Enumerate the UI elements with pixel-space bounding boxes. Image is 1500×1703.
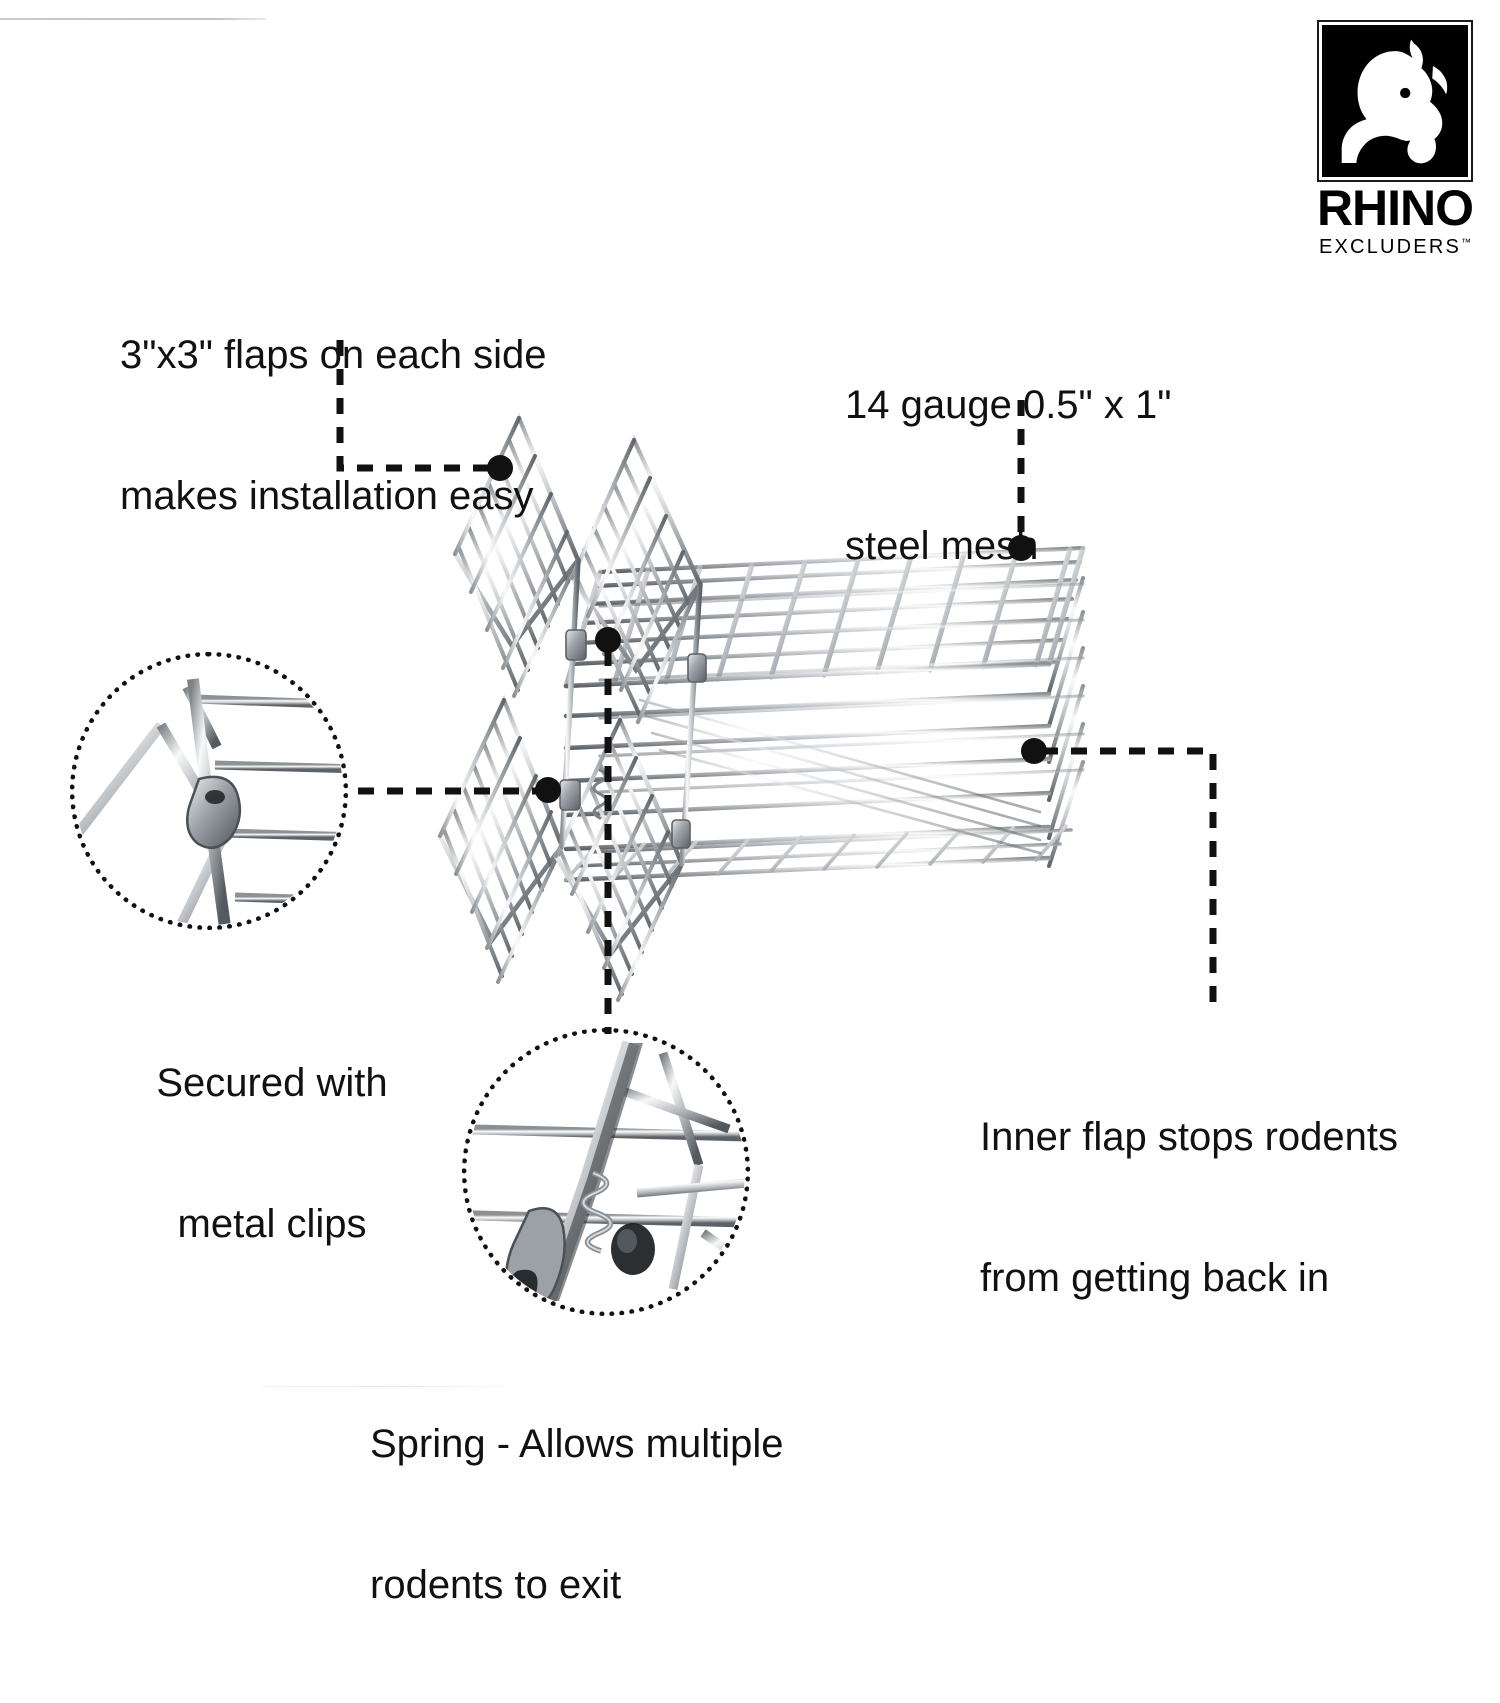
scan-hairline-bottom	[262, 1386, 502, 1387]
inner-one-way-flap	[638, 698, 1042, 855]
callout-spring-line1: Spring - Allows multiple	[370, 1422, 784, 1466]
callout-spring: Spring - Allows multiple rodents to exit	[370, 1327, 784, 1703]
brand-tagline-text: EXCLUDERS	[1318, 236, 1462, 258]
callout-mesh: 14 gauge 0.5" x 1" steel mesh	[845, 288, 1171, 664]
callout-clips-line1: Secured with	[156, 1061, 388, 1105]
brand-wordmark: RHINO	[1316, 180, 1474, 236]
callout-flaps: 3"x3" flaps on each side makes installat…	[120, 238, 546, 614]
callout-clips: Secured with metal clips	[98, 966, 446, 1342]
rhino-head-icon	[1317, 20, 1473, 182]
callout-spring-line2: rodents to exit	[370, 1563, 622, 1607]
infographic-canvas: RHINO EXCLUDERS™ 3"x3" flaps on each sid…	[0, 18, 1485, 1607]
spring-closeup	[467, 1040, 745, 1311]
callout-inner-flap-line1: Inner flap stops rodents	[980, 1115, 1399, 1159]
callout-flaps-line2: makes installation easy	[120, 474, 534, 518]
trap-body	[437, 412, 1086, 1002]
tunnel-back-face	[598, 546, 1085, 794]
flap-bottom-center	[553, 714, 685, 1002]
callout-inner-flap-line2: from getting back in	[980, 1256, 1330, 1300]
metal-clip-group	[559, 629, 707, 849]
callout-clips-line2: metal clips	[177, 1202, 367, 1246]
brand-logo: RHINO EXCLUDERS™	[1305, 20, 1485, 272]
trademark-symbol: ™	[1461, 237, 1472, 249]
flap-top-left	[452, 412, 581, 698]
callout-mesh-line1: 14 gauge 0.5" x 1"	[845, 383, 1172, 427]
callout-inner-flap: Inner flap stops rodents from getting ba…	[980, 1020, 1398, 1396]
flap-bottom-left	[437, 694, 565, 984]
inset-metal-clip-detail	[70, 652, 348, 930]
inset-spring-detail	[462, 1028, 750, 1316]
brand-tagline: EXCLUDERS™	[1305, 236, 1485, 259]
tunnel-bottom-face	[564, 824, 1073, 882]
callout-mesh-line2: steel mesh	[845, 524, 1039, 568]
metal-clip-closeup	[75, 678, 343, 925]
product-illustration	[437, 412, 1086, 1002]
callout-flaps-line1: 3"x3" flaps on each side	[120, 333, 547, 377]
scan-hairline-top	[0, 18, 266, 20]
